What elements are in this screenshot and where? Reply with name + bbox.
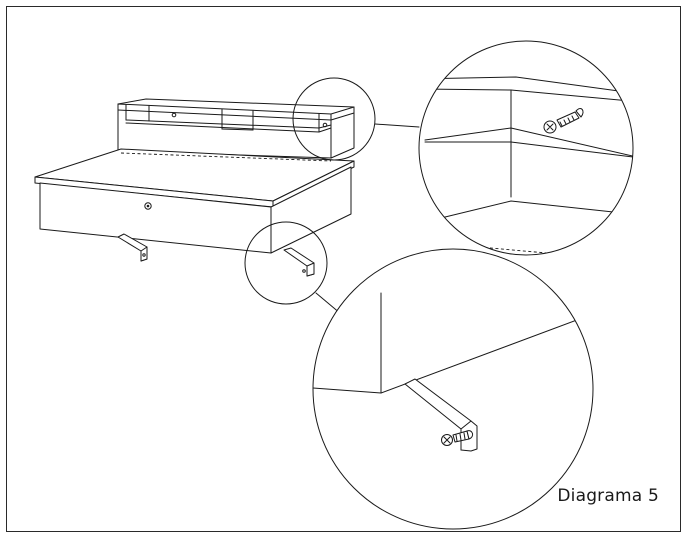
lock-icon <box>144 202 152 210</box>
right-bracket-screw <box>302 269 306 273</box>
upper-detail-marker-circle <box>292 77 376 161</box>
lower-detail <box>312 248 594 530</box>
hutch-shelf-front <box>125 122 332 133</box>
upper-shelf-front <box>424 141 633 159</box>
desktop <box>34 148 355 208</box>
desktop-hidden-line <box>120 152 332 162</box>
lower-magnifier-circle <box>312 248 594 530</box>
right-bracket <box>283 247 315 277</box>
lower-screw-icon <box>441 430 474 446</box>
left-bracket <box>117 233 148 262</box>
upper-magnifier-circle <box>418 40 634 256</box>
upper-top-edge <box>419 76 633 95</box>
lower-detail-marker-circle <box>244 221 328 305</box>
hutch-top-edge <box>117 98 355 108</box>
diagram-frame: Diagrama 5 <box>6 6 681 532</box>
upper-screw-icon <box>543 108 584 134</box>
upper-leader-line <box>374 123 420 128</box>
diagram-caption: Diagrama 5 <box>557 486 659 506</box>
upper-hidden-line <box>478 246 570 255</box>
lower-panel-bottom-left <box>313 387 382 394</box>
hutch <box>117 98 355 159</box>
desk-assembly <box>34 77 420 320</box>
hutch-hole-right <box>322 122 328 128</box>
right-bracket-plate <box>306 262 315 277</box>
assembly-diagram <box>34 40 634 530</box>
hutch-hole-left <box>171 112 177 118</box>
upper-desktop-line <box>440 200 633 219</box>
desk-body <box>39 166 352 254</box>
lock-center <box>146 204 150 208</box>
upper-shelf-top <box>424 127 633 159</box>
left-bracket-screw <box>142 253 146 257</box>
desk-side-panel <box>270 166 352 254</box>
hutch-middle-box <box>221 128 254 131</box>
upper-detail <box>418 40 634 256</box>
